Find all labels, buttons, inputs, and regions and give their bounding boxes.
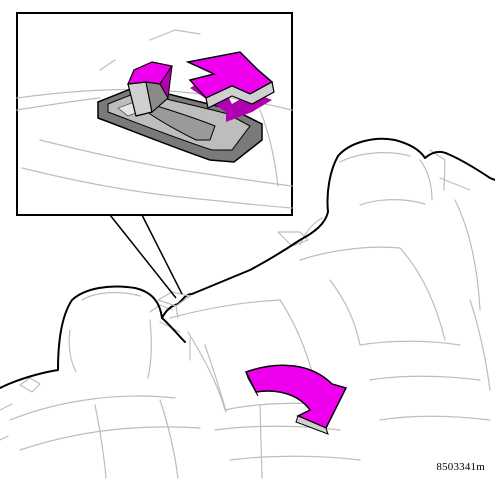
seat-silhouette <box>0 137 495 389</box>
release-knob <box>127 61 173 117</box>
curved-arrow-icon <box>244 364 348 435</box>
centre-headrest <box>157 291 191 319</box>
straight-arrow-icon <box>185 51 275 122</box>
figure-code: 8503341m <box>436 461 485 473</box>
callout-pointer <box>109 214 183 299</box>
detail-inset <box>16 12 293 216</box>
